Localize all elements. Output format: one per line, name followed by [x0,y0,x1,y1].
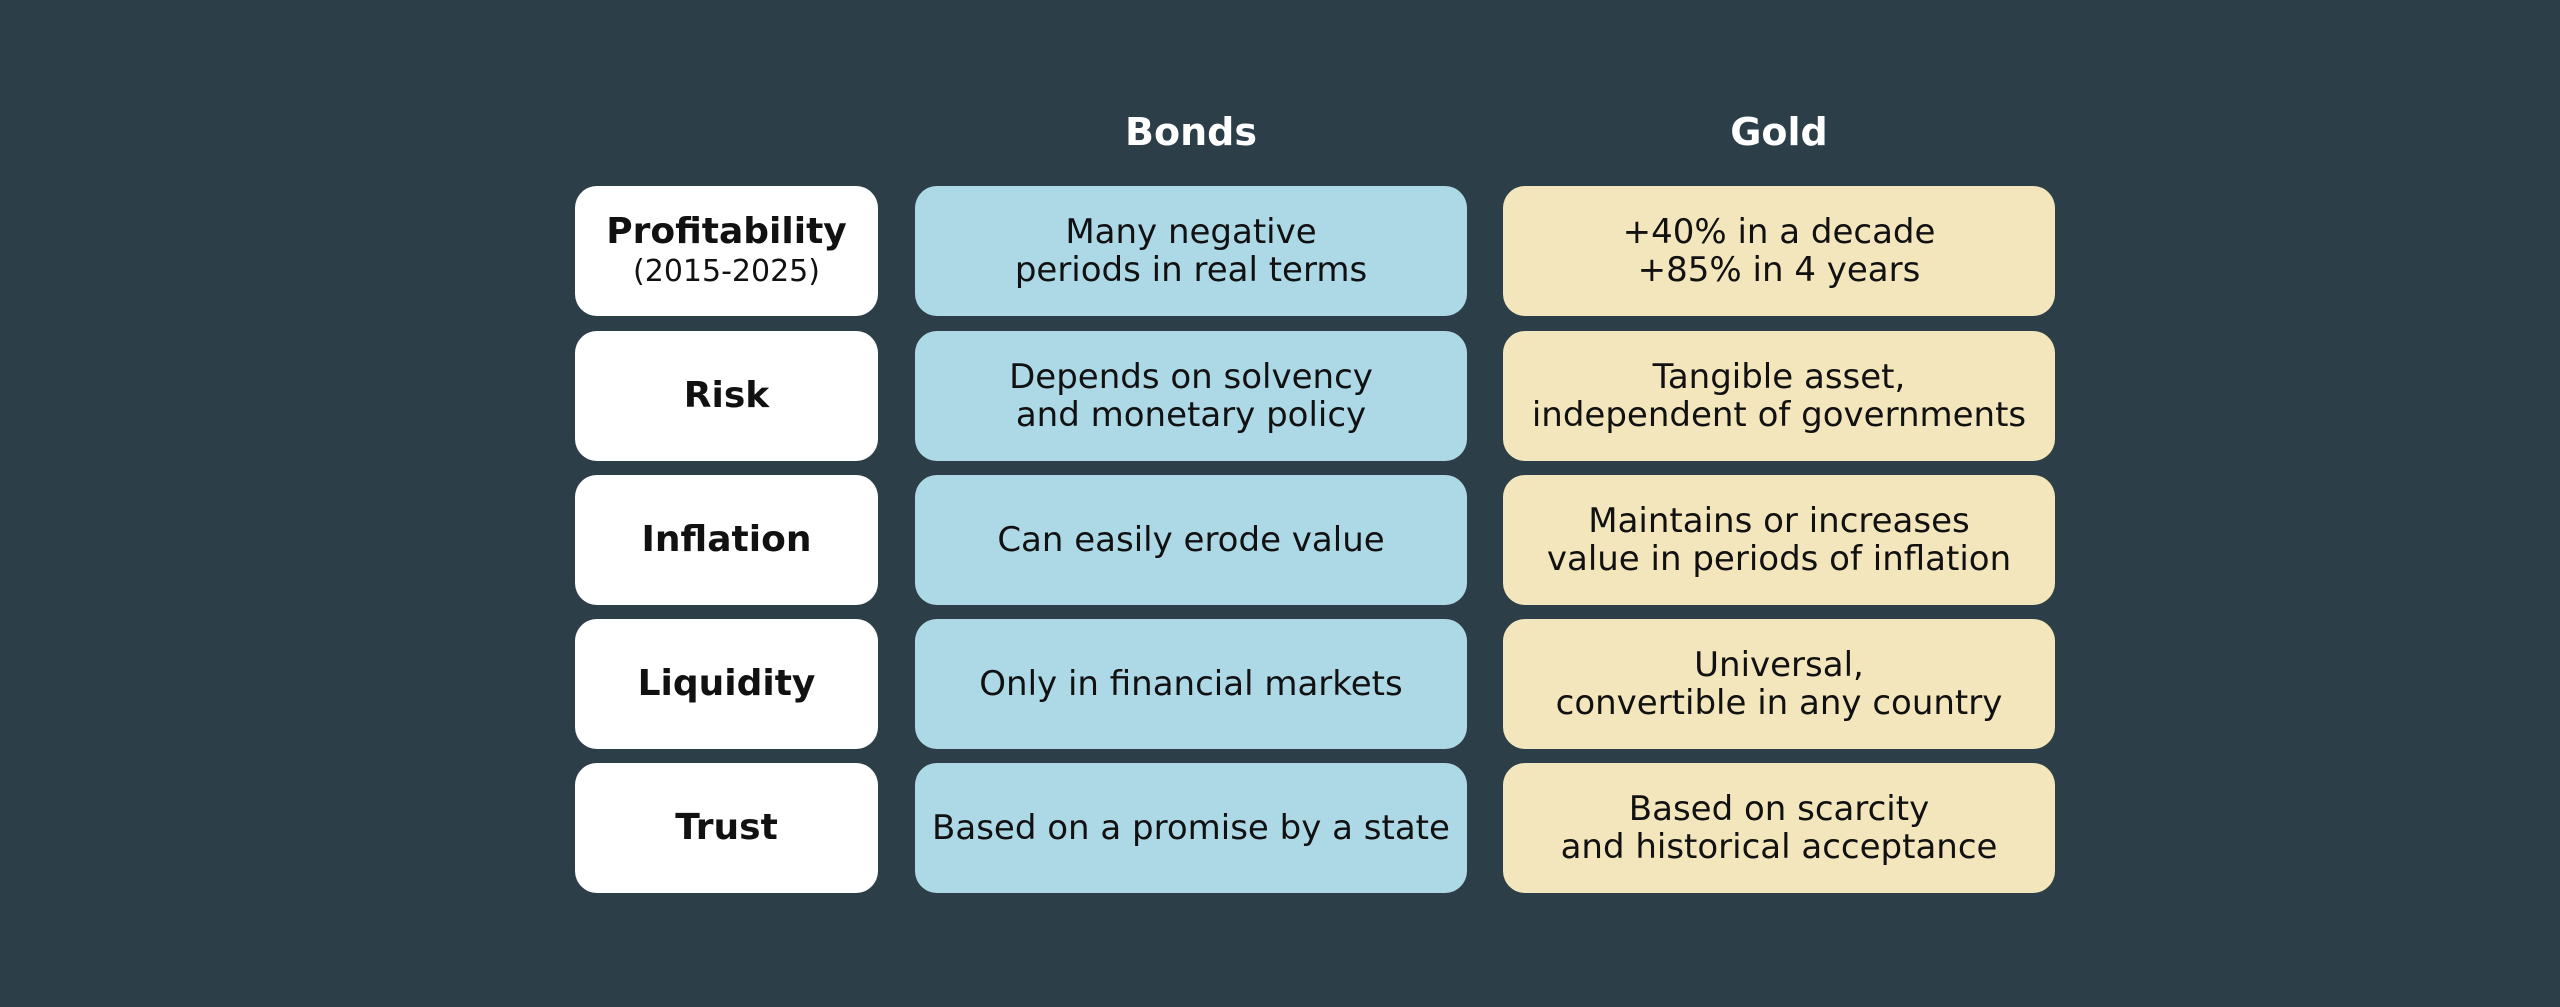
comparison-row-liquidity: Liquidity Only in financial markets Univ… [575,619,2055,749]
comparison-row-trust: Trust Based on a promise by a state Base… [575,763,2055,893]
comparison-row-risk: Risk Depends on solvency and monetary po… [575,331,2055,461]
row-sublabel: (2015-2025) [633,254,820,289]
gold-cell: Tangible asset, independent of governmen… [1503,331,2055,461]
row-label-box: Liquidity [575,619,878,749]
comparison-row-inflation: Inflation Can easily erode value Maintai… [575,475,2055,605]
bonds-cell-line: Depends on solvency [1009,357,1373,397]
gold-cell: Based on scarcity and historical accepta… [1503,763,2055,893]
gold-cell-line: independent of governments [1531,395,2027,435]
gold-cell: +40% in a decade +85% in 4 years [1503,186,2055,316]
gold-cell-line: and historical acceptance [1560,827,1998,867]
column-header-bonds: Bonds [1125,110,1257,154]
bonds-cell-line: and monetary policy [1015,395,1367,435]
gold-cell-line: Universal, [1694,645,1864,685]
bonds-cell-line: Many negative [1065,212,1317,252]
row-label: Inflation [641,519,812,560]
gold-cell-line: Tangible asset, [1652,357,1906,397]
gold-cell-line: +85% in 4 years [1637,250,1921,290]
bonds-cell-line: Can easily erode value [997,520,1385,560]
row-label: Liquidity [637,663,816,704]
row-label: Trust [675,807,778,848]
gold-cell-line: Based on scarcity [1628,789,1930,829]
bonds-cell-line: periods in real terms [1014,250,1368,290]
bonds-cell: Only in financial markets [915,619,1467,749]
gold-cell: Maintains or increases value in periods … [1503,475,2055,605]
gold-cell-line: value in periods of inflation [1546,539,2012,579]
bonds-cell: Depends on solvency and monetary policy [915,331,1467,461]
gold-cell-line: convertible in any country [1555,683,2003,723]
bonds-cell: Many negative periods in real terms [915,186,1467,316]
row-label-box: Trust [575,763,878,893]
bonds-cell-line: Based on a promise by a state [932,808,1450,848]
row-label-box: Inflation [575,475,878,605]
comparison-row-profitability: Profitability (2015-2025) Many negative … [575,186,2055,316]
row-label-box: Profitability (2015-2025) [575,186,878,316]
column-header-gold: Gold [1730,110,1828,154]
row-label: Profitability [606,211,847,252]
bonds-cell: Based on a promise by a state [915,763,1467,893]
row-label: Risk [683,375,770,416]
bonds-cell-line: Only in financial markets [979,664,1403,704]
bonds-cell: Can easily erode value [915,475,1467,605]
gold-cell: Universal, convertible in any country [1503,619,2055,749]
row-label-box: Risk [575,331,878,461]
gold-cell-line: +40% in a decade [1622,212,1936,252]
gold-cell-line: Maintains or increases [1588,501,1970,541]
